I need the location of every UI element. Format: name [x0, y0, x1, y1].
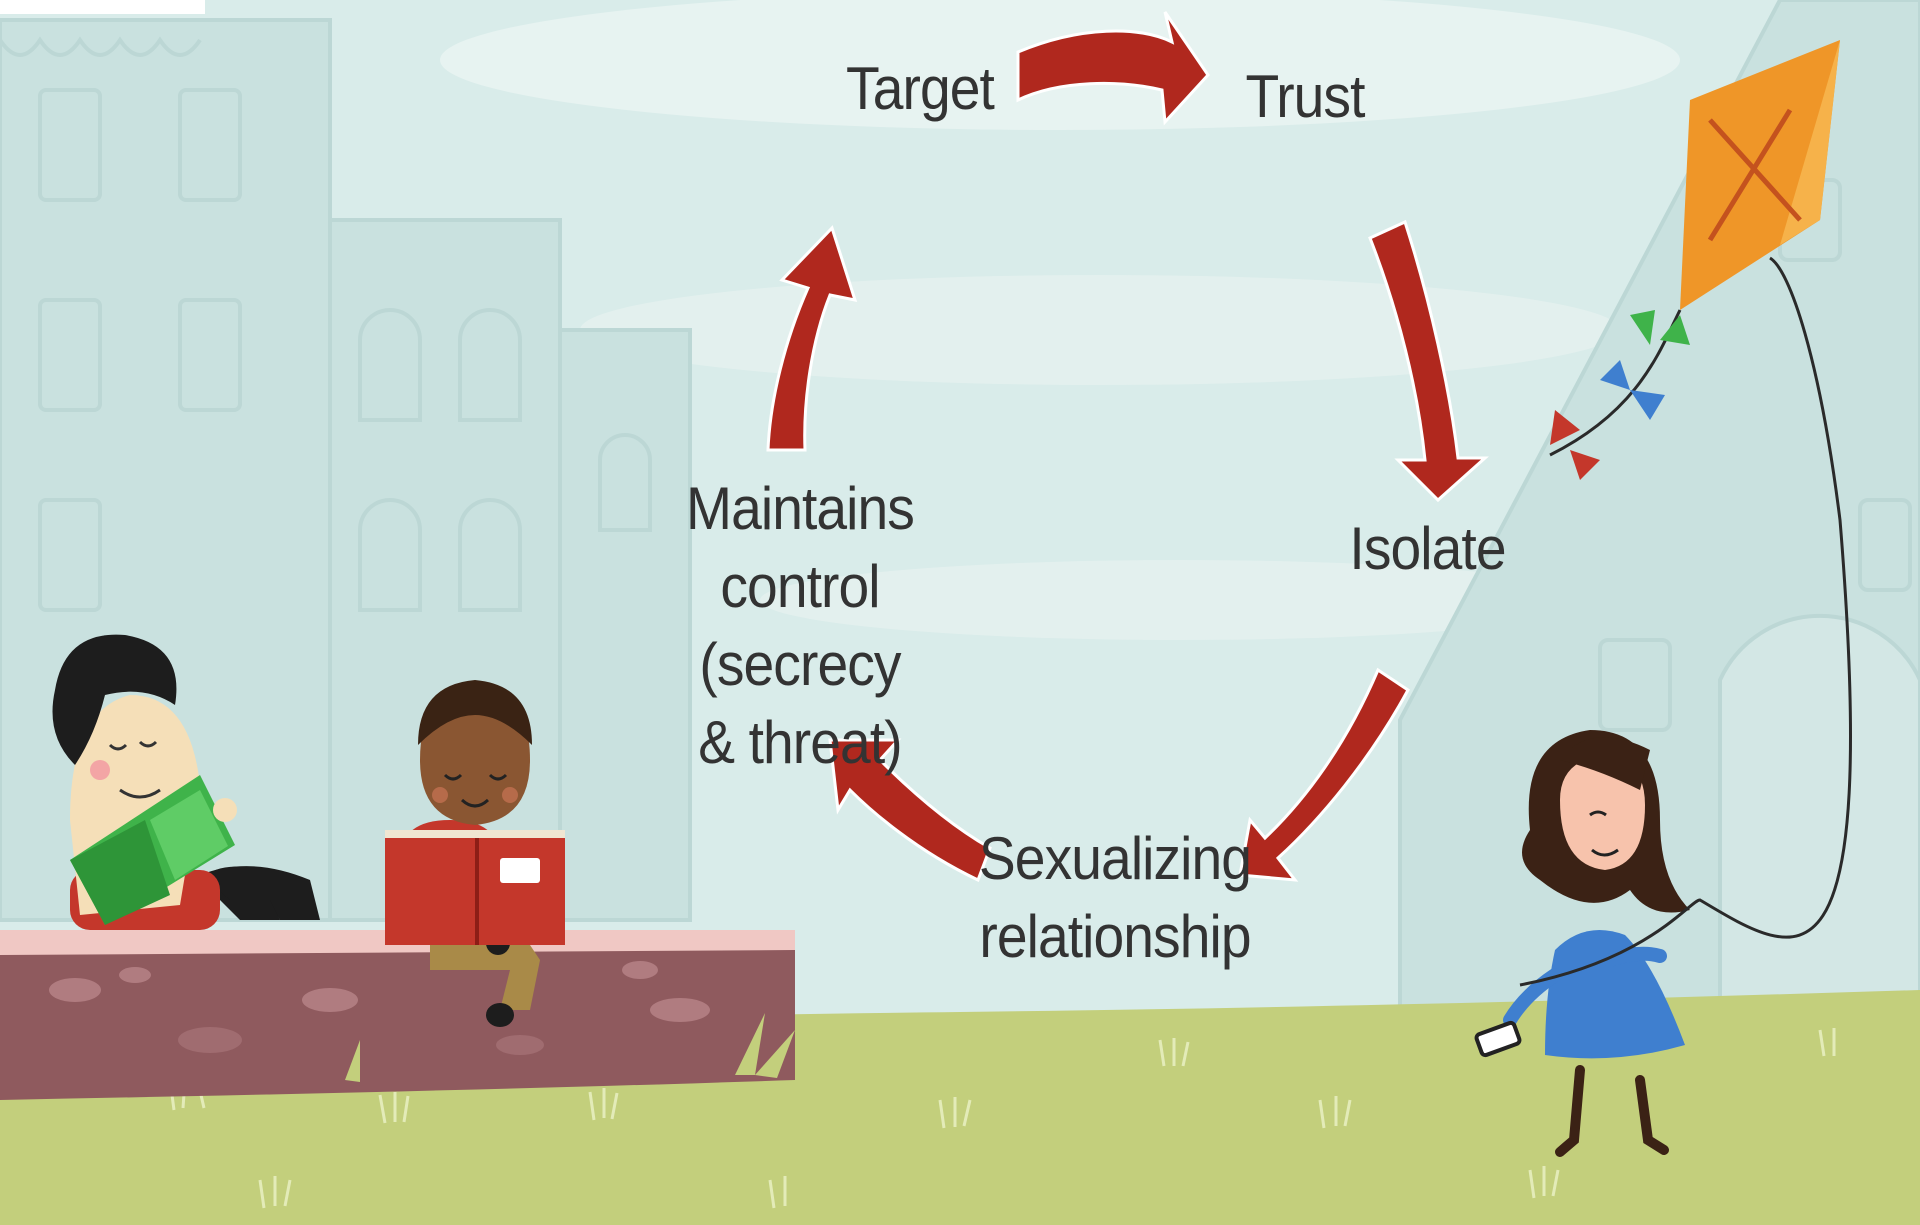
stage-trust-text: Trust	[1245, 63, 1365, 130]
arrow-isolate-to-sexualizing	[1238, 667, 1410, 882]
stage-control-line1: Maintains	[686, 475, 915, 542]
arrow-control-to-target	[766, 225, 858, 452]
character-reading-green-book	[52, 634, 320, 930]
stone-wall	[0, 930, 795, 1100]
stage-isolate-text: Isolate	[1349, 515, 1506, 582]
stage-target-text: Target	[846, 55, 995, 122]
grass-tufts	[168, 1028, 1836, 1209]
stage-control-line2: control (secrecy	[699, 553, 901, 698]
stage-label-target: Target	[828, 50, 1012, 128]
girl-flying-kite	[1474, 730, 1690, 1157]
background-buildings-right	[1398, 0, 1920, 1012]
cycle-arrows	[766, 11, 1489, 883]
arrow-sexualizing-to-control	[828, 738, 992, 883]
corner-patch	[0, 0, 205, 14]
wall-grass	[345, 1013, 795, 1082]
arrow-target-to-trust	[1016, 11, 1210, 126]
stage-label-control: Maintains control (secrecy & threat)	[625, 470, 975, 782]
stage-label-trust: Trust	[1231, 58, 1378, 136]
kite	[1519, 40, 1853, 987]
character-reading-red-book	[385, 680, 565, 1027]
stage-sexualizing-line1: Sexualizing	[978, 825, 1252, 892]
cloud-band	[580, 275, 1620, 385]
cloud-band	[760, 560, 1600, 640]
stage-label-sexualizing: Sexualizing relationship	[968, 820, 1262, 976]
stage-sexualizing-line2: relationship	[979, 903, 1251, 970]
stage-control-line3: & threat)	[698, 709, 902, 776]
stage-label-isolate: Isolate	[1342, 510, 1512, 588]
arrow-trust-to-isolate	[1368, 219, 1489, 503]
